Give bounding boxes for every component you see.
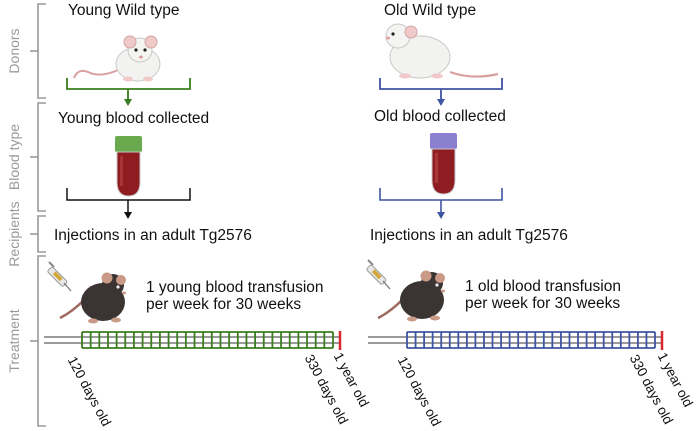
old-arrow-down-icon	[437, 99, 445, 106]
row-label-donors: Donors	[6, 28, 22, 74]
row-label-treatment: Treatment	[6, 309, 22, 373]
old-collected-bracket	[379, 188, 503, 213]
young-donor-label: Young Wild type	[68, 2, 180, 19]
left-recipient-mouse-icon	[59, 272, 126, 324]
right-weekly-ticks	[406, 331, 656, 349]
left-injection-label: Injections in an adult Tg2576	[54, 227, 252, 244]
young-donor-bracket	[66, 78, 191, 100]
young-collected-bracket	[66, 188, 191, 213]
row-label-blood-type: Blood type	[6, 123, 22, 191]
right-timeline	[368, 331, 664, 350]
young-arrow-down-2-icon	[124, 212, 132, 219]
left-timeline	[44, 331, 342, 350]
old-donor-label: Old Wild type	[384, 2, 477, 19]
left-syringe-icon	[47, 261, 72, 292]
right-injection-label: Injections in an adult Tg2576	[370, 227, 568, 244]
old-mouse-icon	[385, 23, 499, 79]
row-label-recipients: Recipients	[6, 201, 22, 267]
old-transfusion-line1: 1 old blood transfusion	[465, 278, 621, 295]
old-transfusion-line2: per week for 30 weeks	[465, 295, 621, 312]
row-axis	[30, 3, 46, 427]
young-blood-tube-icon	[115, 136, 142, 197]
young-arrow-down-icon	[124, 99, 132, 106]
young-transfusion-line2: per week for 30 weeks	[146, 296, 302, 313]
old-blood-tube-icon	[430, 133, 457, 195]
young-mouse-icon	[73, 35, 161, 82]
right-syringe-icon	[366, 259, 391, 290]
right-recipient-mouse-icon	[377, 270, 445, 322]
young-collected-label: Young blood collected	[58, 110, 210, 127]
old-arrow-down-2-icon	[437, 212, 445, 219]
young-transfusion-line1: 1 young blood transfusion	[146, 279, 324, 296]
old-donor-bracket	[379, 78, 503, 100]
old-collected-label: Old blood collected	[374, 108, 506, 125]
left-weekly-ticks	[81, 331, 334, 349]
